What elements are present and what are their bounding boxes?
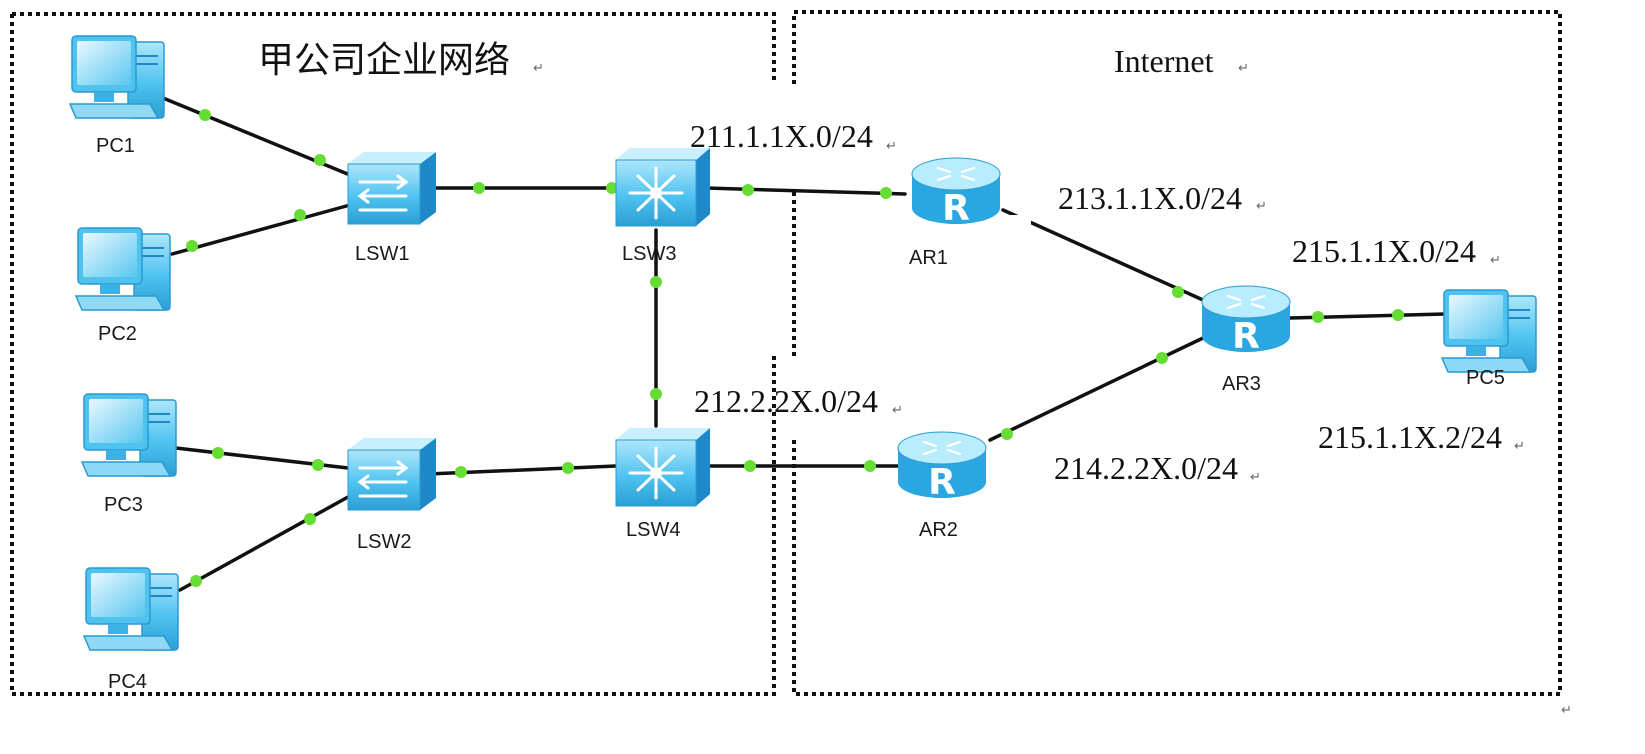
- link-pc2-lsw1: [170, 203, 352, 256]
- paragraph-mark: ↵: [1238, 61, 1249, 76]
- net-214-label: 214.2.2X.0/24: [1054, 450, 1238, 486]
- lsw1-label: LSW1: [355, 243, 409, 265]
- pc5-ip-label: 215.1.1X.2/24: [1318, 419, 1502, 455]
- link-pc4-lsw2: [178, 495, 350, 592]
- lsw1-icon[interactable]: [346, 150, 438, 226]
- net-212-label: 212.2.2X.0/24: [694, 383, 878, 419]
- net-215-label: 215.1.1X.0/24: [1292, 233, 1476, 269]
- ar1-label: AR1: [909, 247, 948, 269]
- paragraph-mark: ↵: [1490, 253, 1501, 268]
- ar2-label: AR2: [919, 519, 958, 541]
- paragraph-mark: ↵: [1514, 439, 1525, 454]
- pc5-label: PC5: [1466, 367, 1505, 389]
- lsw2-icon[interactable]: [346, 436, 438, 512]
- link-lsw3-ar1: [704, 186, 907, 196]
- internet-region-border: [792, 10, 1562, 696]
- ar3-label: AR3: [1222, 373, 1261, 395]
- paragraph-mark: ↵: [533, 61, 544, 76]
- paragraph-mark: ↵: [1561, 703, 1572, 718]
- port-dots: [186, 109, 1404, 587]
- link-ar2-ar3: [988, 336, 1205, 442]
- paragraph-mark: ↵: [1256, 199, 1267, 214]
- pc2-label: PC2: [98, 323, 137, 345]
- paragraph-mark: ↵: [1250, 470, 1261, 485]
- pc5-icon[interactable]: [1441, 289, 1537, 373]
- company-region-border: [10, 12, 776, 696]
- pc4-icon[interactable]: [83, 567, 179, 651]
- link-ar1-ar3: [1001, 208, 1205, 302]
- pc1-label: PC1: [96, 135, 135, 157]
- net-213-label: 213.1.1X.0/24: [1058, 180, 1242, 216]
- paragraph-mark: ↵: [892, 403, 903, 418]
- lsw3-label: LSW3: [622, 243, 676, 265]
- link-gap: [1005, 215, 1031, 233]
- lsw4-label: LSW4: [626, 519, 680, 541]
- lsw2-label: LSW2: [357, 531, 411, 553]
- internet-region-title: Internet: [1114, 43, 1214, 79]
- pc1-icon[interactable]: [69, 35, 165, 119]
- ar2-icon[interactable]: [896, 430, 988, 505]
- net-211-label: 211.1.1X.0/24: [690, 118, 873, 154]
- lsw4-icon[interactable]: [614, 426, 712, 508]
- lsw3-icon[interactable]: [614, 146, 712, 228]
- pc2-icon[interactable]: [75, 227, 171, 311]
- ar1-icon[interactable]: [910, 156, 1002, 231]
- pc3-label: PC3: [104, 494, 143, 516]
- ar3-icon[interactable]: [1200, 284, 1292, 359]
- company-region-title: 甲公司企业网络: [258, 40, 510, 81]
- pc4-label: PC4: [108, 671, 147, 693]
- paragraph-mark: ↵: [886, 139, 897, 154]
- pc3-icon[interactable]: [81, 393, 177, 477]
